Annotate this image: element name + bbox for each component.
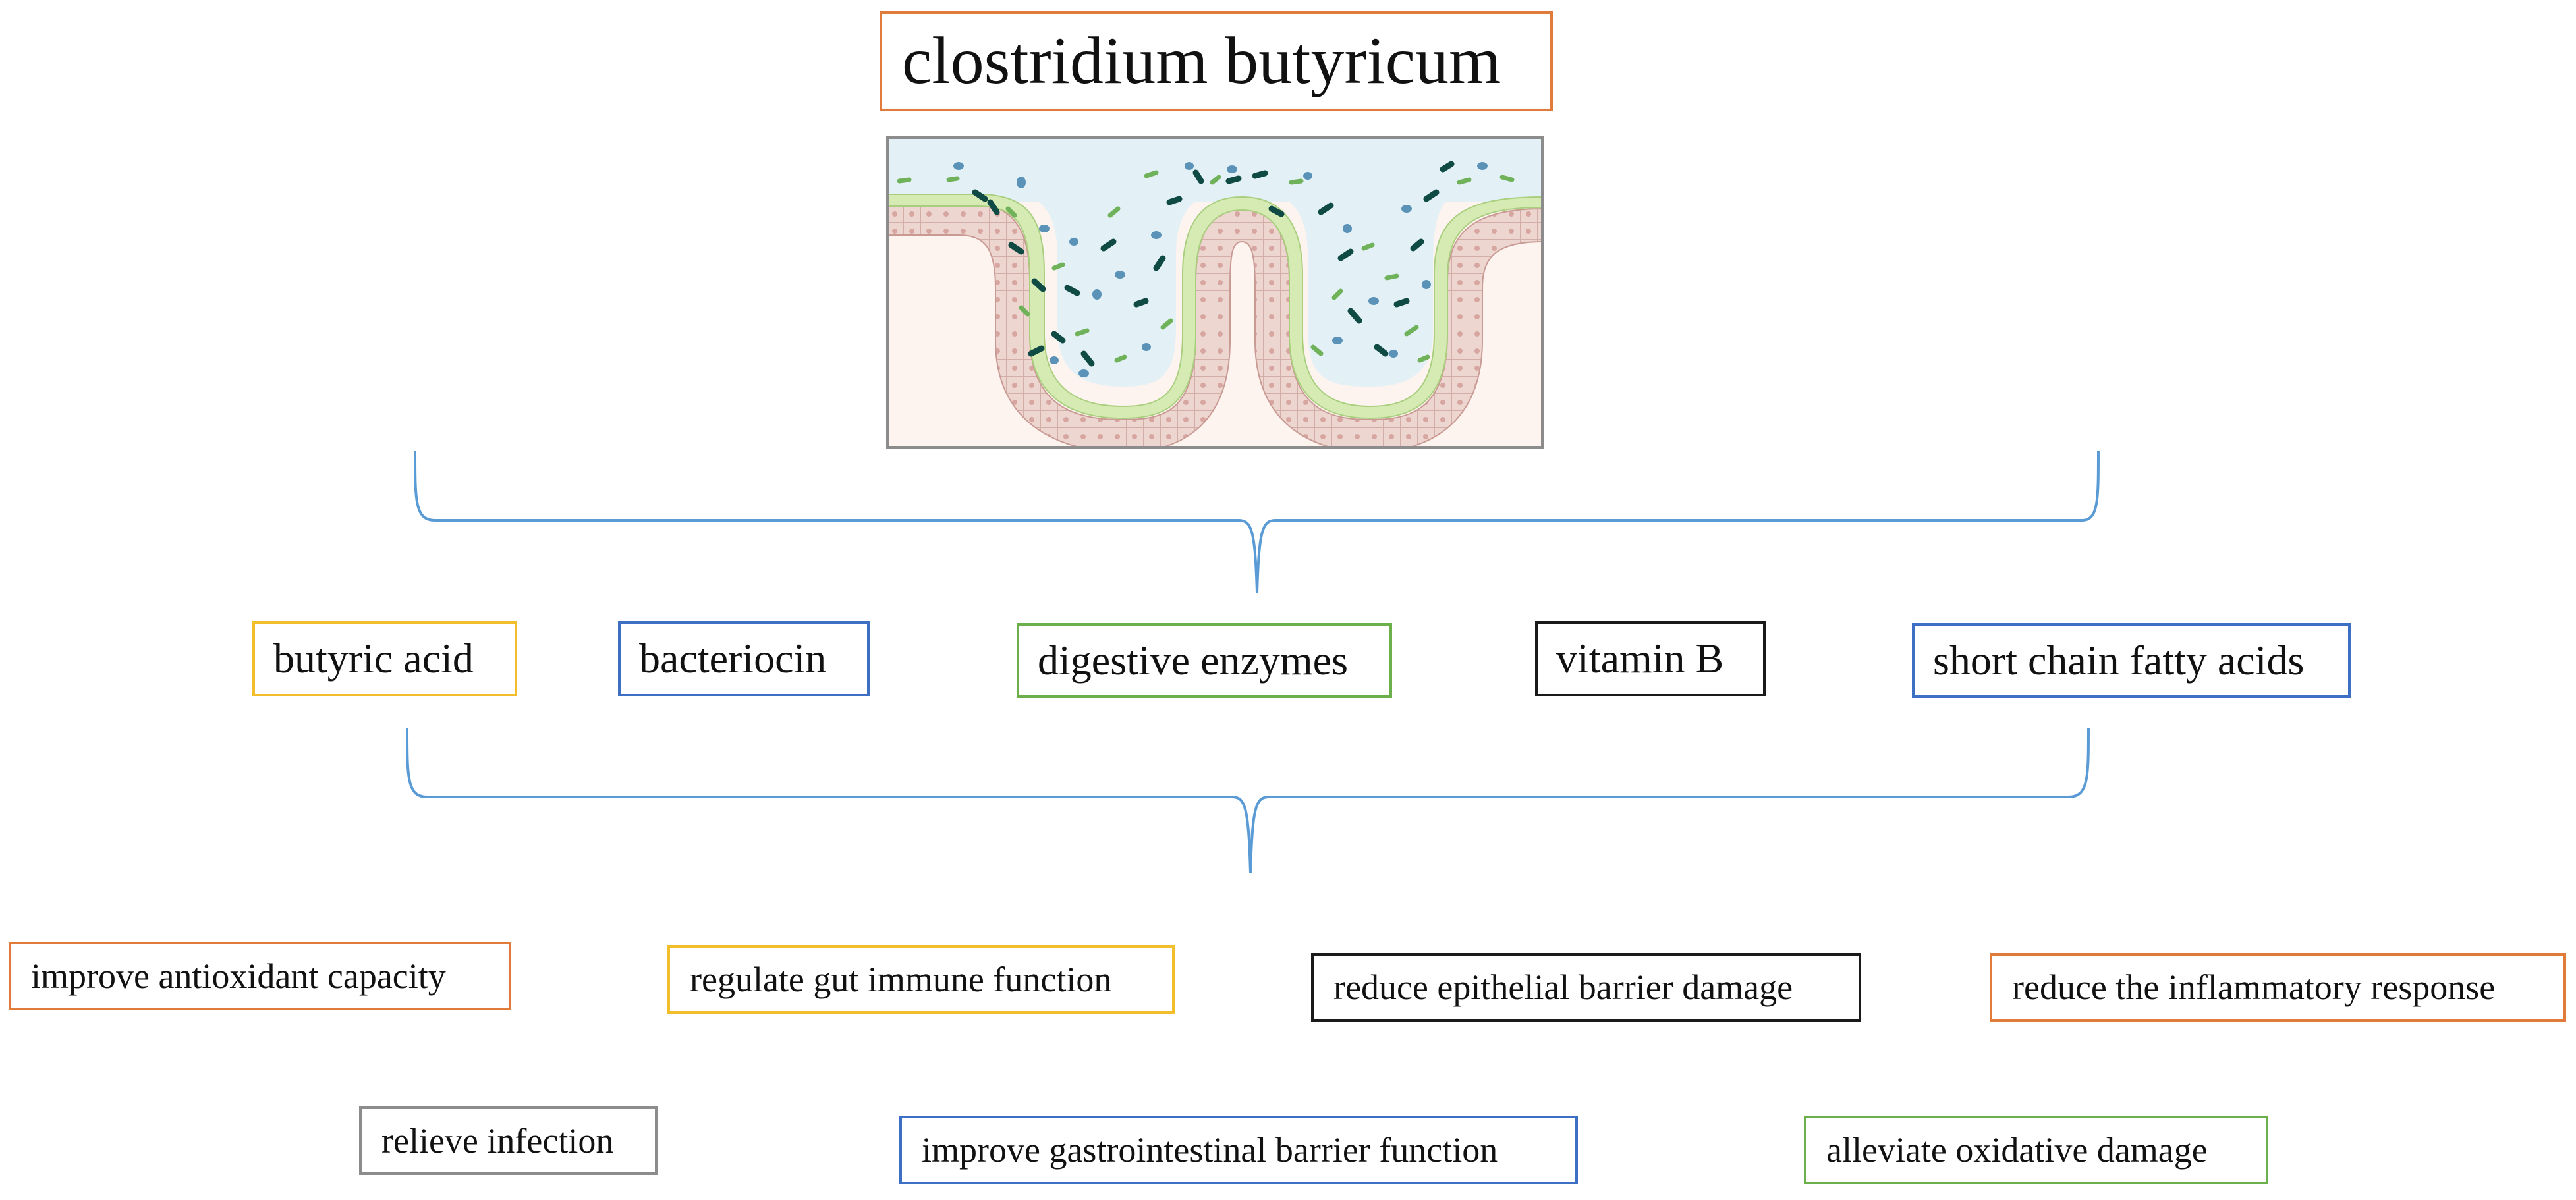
effect-box-regulate-gut-immune-function: regulate gut immune function bbox=[667, 945, 1175, 1014]
effect-label: reduce the inflammatory response bbox=[2012, 968, 2496, 1007]
lower-brace bbox=[406, 727, 2090, 873]
product-label: short chain fatty acids bbox=[1933, 637, 2305, 684]
effect-label: improve antioxidant capacity bbox=[31, 956, 446, 996]
title-box: clostridium butyricum bbox=[880, 11, 1553, 111]
effect-box-alleviate-oxidative-damage: alleviate oxidative damage bbox=[1804, 1116, 2268, 1184]
product-box-digestive-enzymes: digestive enzymes bbox=[1017, 623, 1392, 698]
effect-box-reduce-inflammatory-response: reduce the inflammatory response bbox=[1990, 953, 2566, 1022]
product-box-butyric-acid: butyric acid bbox=[252, 621, 517, 696]
product-label: butyric acid bbox=[273, 635, 474, 682]
effect-box-relieve-infection: relieve infection bbox=[359, 1106, 658, 1175]
product-label: bacteriocin bbox=[639, 635, 827, 682]
upper-brace bbox=[414, 450, 2100, 593]
effect-label: reduce epithelial barrier damage bbox=[1333, 968, 1793, 1007]
product-box-short-chain-fatty-acids: short chain fatty acids bbox=[1912, 623, 2351, 698]
product-label: vitamin B bbox=[1556, 635, 1724, 682]
effect-label: regulate gut immune function bbox=[690, 960, 1112, 999]
effect-label: relieve infection bbox=[381, 1121, 614, 1160]
intestinal-villi-illustration bbox=[886, 136, 1544, 449]
product-label: digestive enzymes bbox=[1038, 637, 1348, 684]
effect-label: improve gastrointestinal barrier functio… bbox=[922, 1130, 1498, 1170]
bacteria bbox=[897, 161, 1515, 377]
title-text: clostridium butyricum bbox=[902, 24, 1501, 98]
effect-label: alleviate oxidative damage bbox=[1826, 1130, 2208, 1170]
effect-box-improve-gastrointestinal-barrier-function: improve gastrointestinal barrier functio… bbox=[899, 1116, 1578, 1184]
product-box-vitamin-b: vitamin B bbox=[1535, 621, 1766, 696]
effect-box-reduce-epithelial-barrier-damage: reduce epithelial barrier damage bbox=[1311, 953, 1861, 1022]
effect-box-improve-antioxidant-capacity: improve antioxidant capacity bbox=[9, 942, 511, 1010]
product-box-bacteriocin: bacteriocin bbox=[618, 621, 870, 696]
